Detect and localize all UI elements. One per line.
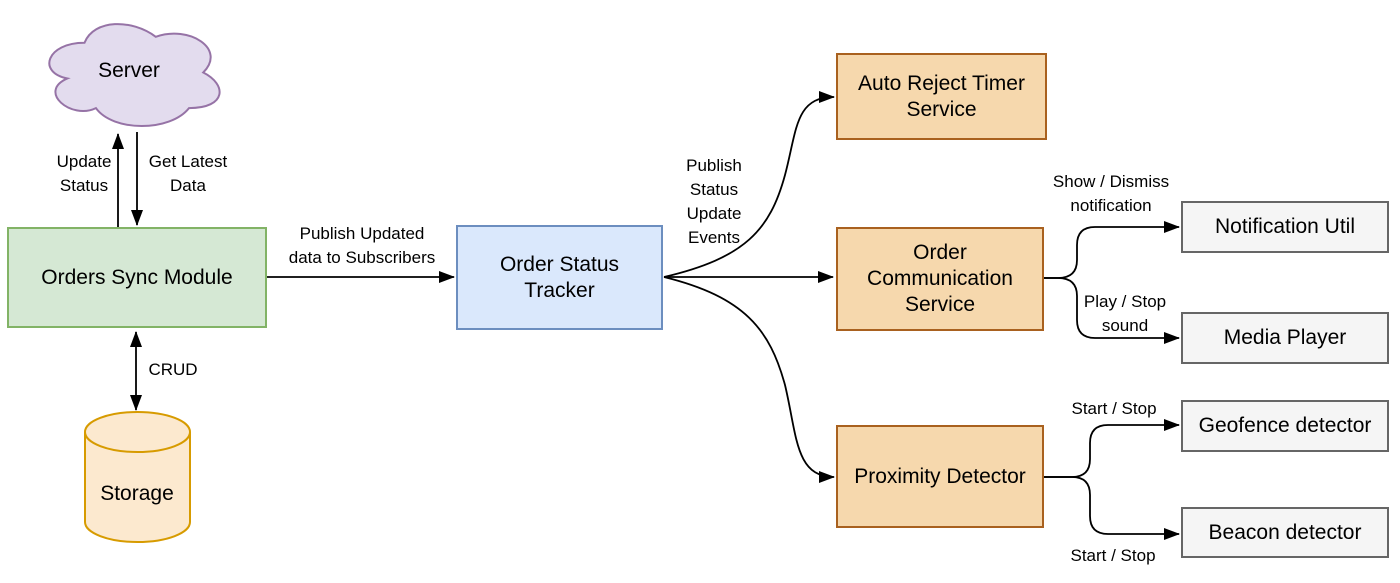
- node-order-status-tracker: Order Status Tracker: [456, 225, 663, 330]
- node-geofence-detector: Geofence detector: [1181, 400, 1389, 452]
- edge-label-crud: CRUD: [148, 360, 198, 379]
- edge-label-start-stop-beacon: Start / Stop: [1070, 546, 1156, 565]
- edge-label-publish-status-events: Publish Status Update Events: [686, 156, 742, 247]
- edge-label-start-stop-geofence: Start / Stop: [1071, 399, 1157, 418]
- edge-label-update-status: Update Status: [56, 152, 112, 195]
- edge-proximity-to-geofence: [1044, 419, 1180, 478]
- storage-cylinder-body: [84, 432, 191, 543]
- storage-label: Storage: [100, 482, 174, 505]
- node-media-player: Media Player: [1181, 312, 1389, 364]
- node-orders-sync-module: Orders Sync Module: [7, 227, 267, 328]
- server-label: Server: [98, 59, 160, 82]
- edge-label-play-stop-sound: Play / Stop sound: [1083, 292, 1167, 335]
- edge-label-get-latest-data: Get Latest Data: [148, 152, 228, 195]
- node-proximity-detector: Proximity Detector: [836, 425, 1044, 528]
- edge-label-show-dismiss-notification: Show / Dismiss notification: [1052, 172, 1170, 215]
- edge-proximity-to-beacon: [1044, 476, 1180, 540]
- edge-tracker-to-proximity: [663, 276, 835, 483]
- node-beacon-detector: Beacon detector: [1181, 507, 1389, 558]
- edge-comm-to-media-player: [1044, 277, 1180, 344]
- storage-cylinder-top: [84, 411, 191, 453]
- server-cloud-shape: [48, 23, 221, 127]
- edge-comm-to-notification-util: [1044, 221, 1180, 279]
- edge-label-publish-updated: Publish Updated data to Subscribers: [288, 224, 436, 267]
- node-order-communication-service: Order Communication Service: [836, 227, 1044, 331]
- node-auto-reject-timer-service: Auto Reject Timer Service: [836, 53, 1047, 140]
- node-notification-util: Notification Util: [1181, 201, 1389, 253]
- edge-tracker-to-auto-reject: [663, 91, 835, 278]
